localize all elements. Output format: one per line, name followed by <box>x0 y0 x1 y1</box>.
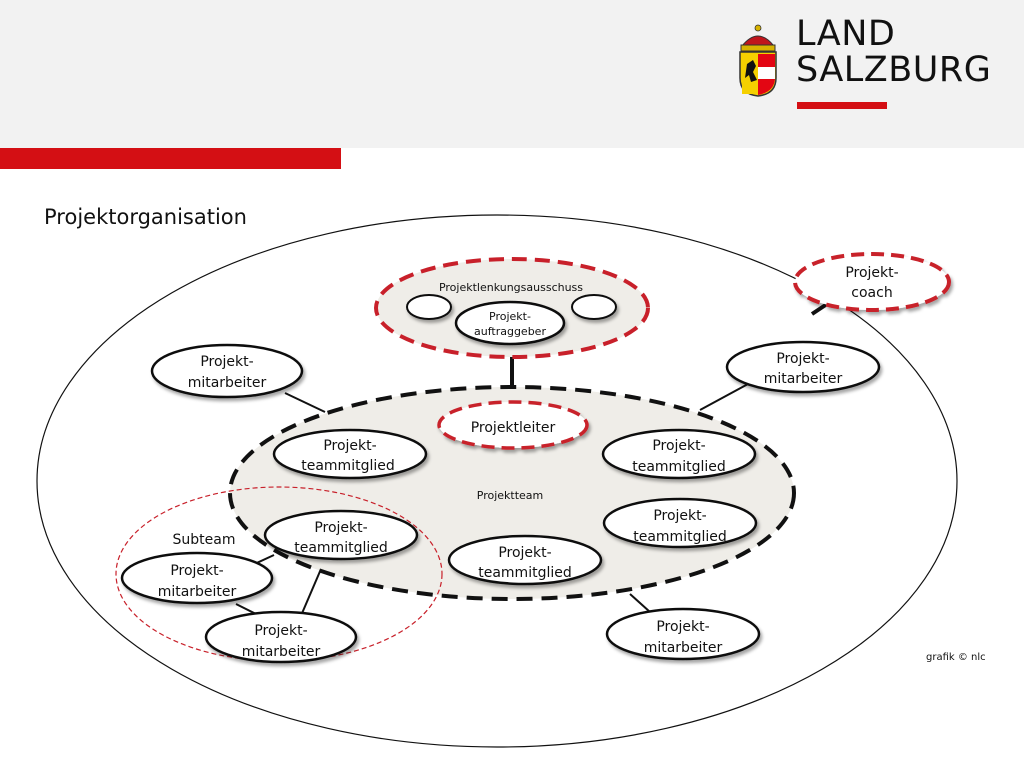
staff-line-2: mitarbeiter <box>158 584 237 600</box>
staff-line-1: Projekt- <box>200 354 253 370</box>
staff-member-node: Projekt- mitarbeiter <box>204 610 358 664</box>
staff-line-1: Projekt- <box>656 619 709 635</box>
team-member-line-2: teammitglied <box>301 458 395 474</box>
team-member-node: Projekt- teammitglied <box>601 428 757 480</box>
salzburg-coat-of-arms-icon <box>739 24 777 97</box>
graphic-credit: grafik © nlc <box>926 652 986 663</box>
team-member-node: Projekt- teammitglied <box>602 497 758 549</box>
project-leader-node: Projektleiter <box>437 400 589 450</box>
accent-bar <box>0 148 341 169</box>
steering-committee-label: Projektlenkungsausschuss <box>439 281 583 294</box>
team-member-node: Projekt- teammitglied <box>447 534 603 586</box>
project-team-label: Projektteam <box>477 489 544 502</box>
staff-member-node: Projekt- mitarbeiter <box>605 607 761 661</box>
team-member-line-2: teammitglied <box>478 565 572 581</box>
staff-member-node: Projekt- mitarbeiter <box>120 551 274 605</box>
staff-line-2: mitarbeiter <box>188 375 267 391</box>
logo-line-1: LAND <box>796 14 896 54</box>
team-member-line-1: Projekt- <box>498 545 551 561</box>
logo-wordmark: LAND SALZBURG <box>796 16 991 88</box>
project-sponsor-node: Projekt- auftraggeber <box>454 300 566 346</box>
project-coach-node: Projekt- coach <box>793 252 951 312</box>
staff-line-2: mitarbeiter <box>242 644 321 660</box>
team-member-node: Projekt- teammitglied <box>272 428 428 480</box>
coach-line-2: coach <box>851 285 892 301</box>
staff-line-2: mitarbeiter <box>764 371 843 387</box>
staff-line-1: Projekt- <box>254 623 307 639</box>
sponsor-line-2: auftraggeber <box>474 325 546 338</box>
team-member-node: Projekt- teammitglied <box>263 509 419 561</box>
committee-member-right <box>571 294 617 320</box>
organisation-boundary <box>36 214 958 748</box>
logo-underline <box>797 102 887 109</box>
sponsor-line-1: Projekt- <box>489 310 531 323</box>
coach-line-1: Projekt- <box>845 265 898 281</box>
logo-line-2: SALZBURG <box>796 50 992 90</box>
staff-line-2: mitarbeiter <box>644 640 723 656</box>
subteam-label: Subteam <box>173 532 236 548</box>
staff-line-1: Projekt- <box>776 351 829 367</box>
team-member-line-2: teammitglied <box>632 459 726 475</box>
project-leader-label: Projektleiter <box>471 420 556 436</box>
team-member-line-2: teammitglied <box>294 540 388 556</box>
header-band <box>0 0 1024 148</box>
staff-member-node: Projekt- mitarbeiter <box>725 340 881 394</box>
committee-member-left <box>406 294 452 320</box>
team-member-line-1: Projekt- <box>653 508 706 524</box>
staff-line-1: Projekt- <box>170 563 223 579</box>
team-member-line-1: Projekt- <box>652 438 705 454</box>
team-member-line-1: Projekt- <box>323 438 376 454</box>
staff-member-node: Projekt- mitarbeiter <box>150 343 304 399</box>
page-title: Projektorganisation <box>44 205 247 229</box>
team-member-line-1: Projekt- <box>314 520 367 536</box>
team-member-line-2: teammitglied <box>633 529 727 545</box>
